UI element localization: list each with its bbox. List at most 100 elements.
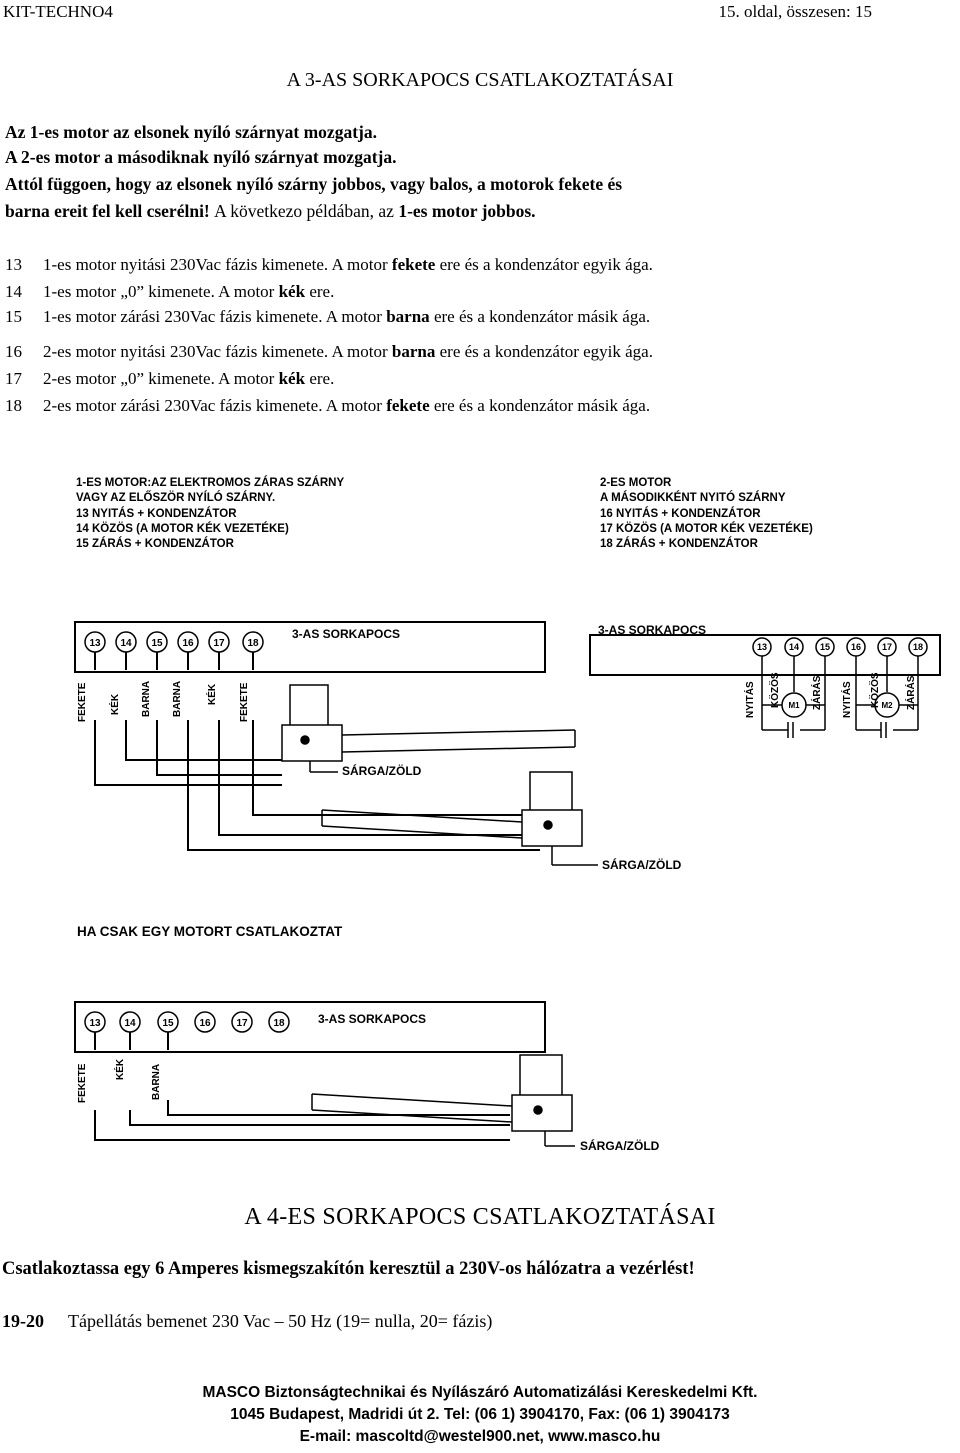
terminal-num: 17 <box>5 369 22 388</box>
terminal-number-15: 15 <box>820 642 830 652</box>
terminal-screws <box>84 631 264 653</box>
single-motor-terminal-block: 13 14 15 16 17 18 3-AS SORKAPOCS <box>74 1001 546 1141</box>
terminal-line-18: 18 2-es motor zárási 230Vac fázis kimenet… <box>5 394 650 418</box>
schematic-lines <box>761 656 919 738</box>
wire-color: fekete <box>391 255 436 274</box>
legend-line: 18 ZÁRÁS + KONDENZÁTOR <box>600 538 758 551</box>
terminal-number-13: 13 <box>757 642 767 652</box>
motor2-actuator <box>321 771 598 866</box>
motor1-actuator <box>281 684 576 773</box>
single-terminal-15: 15 <box>162 1018 174 1029</box>
motor2-legend: 2-ES MOTOR A MÁSODIKKÉNT NYITÓ SZÁRNY 16… <box>600 476 813 552</box>
terminal-post: ere és a kondenzátor egyik ága. <box>439 255 653 274</box>
wire-label-barna-2: BARNA <box>172 680 183 717</box>
terminal-num: 15 <box>5 307 22 326</box>
terminal-pre: 1-es motor „0” kimenete. A motor <box>43 282 275 301</box>
schematic-label-nyitas-1: NYITÁS <box>745 681 756 718</box>
legend-line: 13 NYITÁS + KONDENZÁTOR <box>76 507 237 520</box>
wire-label-fekete-2: FEKETE <box>239 682 250 722</box>
terminal-num: 14 <box>5 282 22 301</box>
wire-label-fekete: FEKETE <box>77 682 88 722</box>
intro-line-2: A 2-es motor a másodiknak nyíló szárnyat… <box>5 147 397 167</box>
single-terminal-screws <box>84 1011 290 1033</box>
schematic-label-kozos-1: KÖZÖS <box>770 672 781 708</box>
section2-title: A 4-ES SORKAPOCS CSATLAKOZTATÁSAI <box>244 1204 716 1230</box>
terminal-numbers-right: 13 14 15 16 17 18 <box>757 642 923 652</box>
terminal-number-17: 17 <box>882 642 892 652</box>
wire-color: kék <box>278 282 306 301</box>
terminal-pre: 1-es motor nyitási 230Vac fázis kimenete… <box>43 255 388 274</box>
motor-symbol-m1: M1 <box>788 701 800 710</box>
intro-line-3: Attól függoen, hogy az elsonek nyíló szá… <box>5 174 623 194</box>
terminal-post: ere. <box>309 369 335 388</box>
schematic-label-zaras-1: ZÁRÁS <box>812 675 823 710</box>
wire-label-kek: KÉK <box>110 693 121 715</box>
single-terminal-13: 13 <box>89 1018 101 1029</box>
terminal-line-13: 13 1-es motor nyitási 230Vac fázis kimene… <box>5 253 653 277</box>
terminal-block-label: 3-AS SORKAPOCS <box>292 627 400 641</box>
terminal-numbers: 13 14 15 16 17 18 <box>89 638 259 649</box>
example-bold: 1-es motor jobbos. <box>398 201 536 221</box>
terminal-number-14: 14 <box>789 642 799 652</box>
terminal-line-14: 14 1-es motor „0” kimenete. A motor kék e… <box>5 280 334 304</box>
terminal-number-16: 16 <box>851 642 861 652</box>
terminal-num: 13 <box>5 255 22 274</box>
terminal-block-label-right: 3-AS SORKAPOCS <box>598 623 706 637</box>
legend-line: 17 KÖZÖS (A MOTOR KÉK VEZETÉKE) <box>600 522 813 535</box>
terminal-num: 18 <box>5 396 22 415</box>
wire-color: kék <box>278 369 306 388</box>
terminal-post: ere és a kondenzátor egyik ága. <box>439 342 653 361</box>
terminal-number-18: 18 <box>247 638 259 649</box>
terminal-post: ere és a kondenzátor másik ága. <box>433 396 651 415</box>
wire-color: barna <box>386 307 430 326</box>
single-ground-label: SÁRGA/ZÖLD <box>580 1138 660 1153</box>
terminal-block-main: 13 14 15 16 17 18 3-AS SORKAPOCS <box>74 621 546 851</box>
terminal-pre: 2-es motor zárási 230Vac fázis kimenete.… <box>43 396 382 415</box>
power-warning: Csatlakoztassa egy 6 Amperes kismegszakí… <box>2 1259 695 1279</box>
terminal-pre: 1-es motor zárási 230Vac fázis kimenete.… <box>43 307 382 326</box>
terminal-post: ere. <box>309 282 335 301</box>
section1-title: A 3-AS SORKAPOCS CSATLAKOZTATÁSAI <box>286 69 674 91</box>
single-wire-label-kek: KÉK <box>115 1058 126 1080</box>
single-terminal-17: 17 <box>236 1018 248 1029</box>
legend-line: 2-ES MOTOR <box>600 477 672 489</box>
intro-line-4: barna ereit fel kell cserélni! A követke… <box>5 199 536 224</box>
wire-label-barna: BARNA <box>141 680 152 717</box>
single-motor-title: HA CSAK EGY MOTORT CSATLAKOZTAT <box>77 924 343 939</box>
motor1-legend: 1-ES MOTOR:AZ ELEKTROMOS ZÁRAS SZÁRNY VA… <box>76 476 344 552</box>
schematic-label-nyitas-2: NYITÁS <box>842 681 853 718</box>
terminal-block-right: 3-AS SORKAPOCS 13 14 15 16 17 18 <box>589 623 941 738</box>
terminal-screws-right <box>752 637 928 657</box>
motor2-ground-label: SÁRGA/ZÖLD <box>602 857 682 872</box>
single-terminal-block-label: 3-AS SORKAPOCS <box>318 1012 426 1026</box>
terminal-number-17: 17 <box>213 638 225 649</box>
terminal-pre: 2-es motor nyitási 230Vac fázis kimenete… <box>43 342 388 361</box>
footer-address: 1045 Budapest, Madridi út 2. Tel: (06 1)… <box>230 1406 730 1423</box>
legend-line: 1-ES MOTOR:AZ ELEKTROMOS ZÁRAS SZÁRNY <box>76 477 345 489</box>
footer-contact: E-mail: mascoltd@westel900.net, www.masc… <box>299 1428 661 1445</box>
terminal-post: ere és a kondenzátor másik ága. <box>433 307 651 326</box>
intro-line-1: Az 1-es motor az elsonek nyíló szárnyat … <box>5 122 377 142</box>
terminal-line-16: 16 2-es motor nyitási 230Vac fázis kimene… <box>5 340 653 364</box>
schematic-label-kozos-2: KÖZÖS <box>870 672 881 708</box>
terminal-number-18: 18 <box>913 642 923 652</box>
terminal-line-15: 15 1-es motor zárási 230Vac fázis kimenet… <box>5 305 650 329</box>
terminal-num: 16 <box>5 342 22 361</box>
legend-line: VAGY AZ ELŐSZÖR NYÍLÓ SZÁRNY. <box>76 492 276 505</box>
header-right: 15. oldal, összesen: 15 <box>718 2 872 21</box>
single-terminal-18: 18 <box>273 1018 285 1029</box>
legend-line: 16 NYITÁS + KONDENZÁTOR <box>600 507 761 520</box>
wire-label-kek-2: KÉK <box>207 683 218 705</box>
terminal-number-16: 16 <box>182 638 194 649</box>
header-left: KIT-TECHNO4 <box>3 2 113 21</box>
wire-color: barna <box>391 342 436 361</box>
wire-color: fekete <box>386 396 430 415</box>
legend-line: 15 ZÁRÁS + KONDENZÁTOR <box>76 538 234 551</box>
power-terminal-num: 19-20 <box>2 1311 44 1331</box>
wires-main <box>94 652 540 851</box>
footer-company: MASCO Biztonságtechnikai és Nyílászáró A… <box>202 1384 758 1401</box>
example-plain: A következo példában, az <box>214 201 394 221</box>
legend-line: A MÁSODIKKÉNT NYITÓ SZÁRNY <box>600 492 786 505</box>
motor-symbol-m2: M2 <box>881 701 893 710</box>
